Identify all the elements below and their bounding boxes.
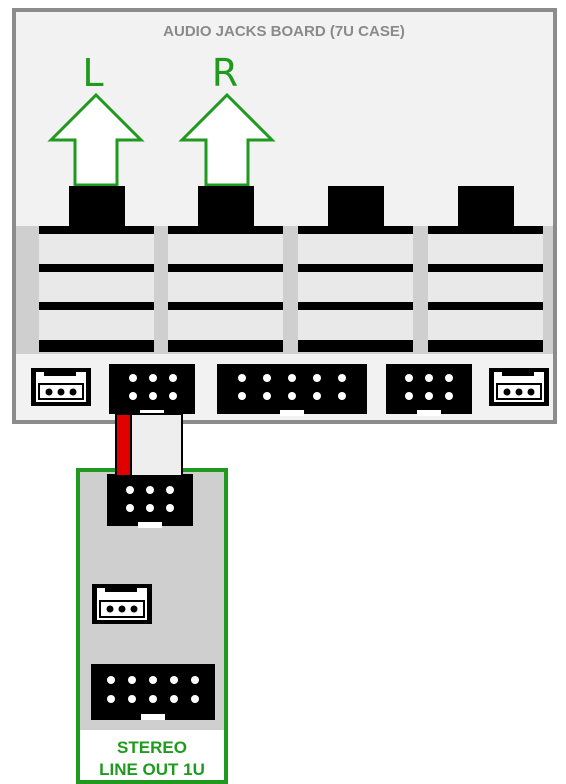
jack-4-nut <box>458 186 514 228</box>
module-bus-header <box>91 664 215 720</box>
jack-4-band <box>428 302 543 310</box>
jack-4-body <box>428 226 543 352</box>
jack-1-band <box>39 302 154 310</box>
jack-4-band <box>428 226 543 234</box>
line-out-title-line1: STEREO <box>117 738 187 757</box>
jack-4-band <box>428 264 543 272</box>
jack-3-band <box>298 340 413 352</box>
output-arrow-right-icon <box>178 92 276 187</box>
ribbon-header-2 <box>217 364 367 416</box>
stereo-line-out-module: STEREO LINE OUT 1U <box>76 468 228 784</box>
jack-4 <box>428 186 543 352</box>
jacks-board-title: AUDIO JACKS BOARD (7U CASE) <box>163 23 405 40</box>
audio-jacks-board: AUDIO JACKS BOARD (7U CASE) L R <box>12 8 557 424</box>
jack-2-body <box>168 226 283 352</box>
jack-3-body <box>298 226 413 352</box>
output-label-left: L <box>82 51 103 95</box>
jack-4-band <box>428 340 543 352</box>
power-header-left <box>31 368 91 406</box>
jack-1-nut <box>69 186 125 228</box>
jack-1-band <box>39 226 154 234</box>
jack-3-band <box>298 226 413 234</box>
line-out-label-area <box>80 730 224 780</box>
jack-1 <box>39 186 154 352</box>
ribbon-header-1 <box>109 364 195 416</box>
jack-1-band <box>39 340 154 352</box>
jack-3 <box>298 186 413 352</box>
jack-2-band <box>168 340 283 352</box>
ribbon-cable <box>115 413 183 477</box>
ribbon-header-3 <box>386 364 472 416</box>
jack-2 <box>168 186 283 352</box>
module-ribbon-header <box>107 474 193 528</box>
jack-1-band <box>39 264 154 272</box>
module-power-header <box>92 584 152 624</box>
jack-2-band <box>168 302 283 310</box>
jack-2-nut <box>198 186 254 228</box>
output-label-right: R <box>212 51 238 95</box>
ribbon-cable-red-stripe <box>117 415 131 475</box>
output-arrow-left-icon <box>47 92 145 187</box>
jack-2-band <box>168 264 283 272</box>
jack-2-band <box>168 226 283 234</box>
line-out-title-line2: LINE OUT 1U <box>99 760 205 779</box>
power-header-right <box>489 368 549 406</box>
jack-3-nut <box>328 186 384 228</box>
jack-1-body <box>39 226 154 352</box>
jack-3-band <box>298 302 413 310</box>
jack-3-band <box>298 264 413 272</box>
